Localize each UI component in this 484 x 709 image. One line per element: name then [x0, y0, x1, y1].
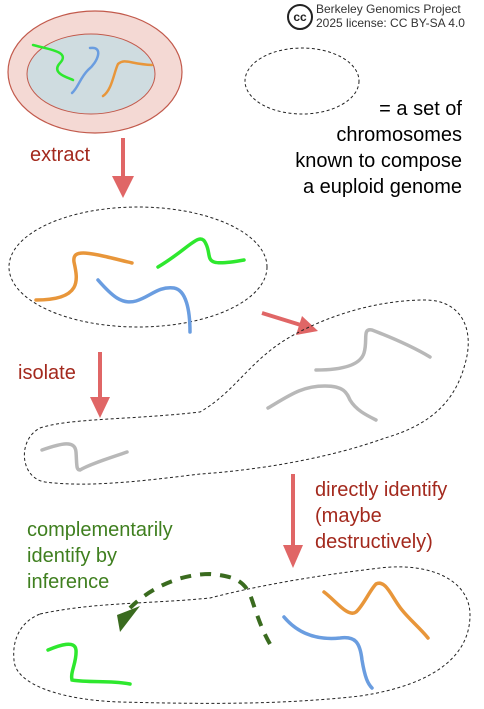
extracted-set [8, 206, 268, 334]
credit-line-2: 2025 license: CC BY-SA 4.0 [316, 16, 465, 30]
legend-line-1: = a set of [379, 98, 462, 120]
direct-identify-line-3: destructively) [315, 531, 433, 553]
isolated-gray-chromosome [40, 442, 129, 472]
inferred-green-chromosome [46, 642, 132, 686]
split-arrow [261, 311, 318, 335]
cell [7, 10, 183, 134]
direct-identify-line-1: directly identify [315, 479, 448, 501]
isolate-label: isolate [18, 362, 76, 384]
legend-text: = a set of chromosomes known to compose … [295, 96, 462, 200]
identified-blue-chromosome [282, 615, 374, 690]
legend-line-4: a euploid genome [302, 176, 462, 198]
identified-orange-chromosome [322, 581, 430, 640]
remaining-set [24, 299, 469, 485]
legend-line-2: chromosomes [336, 124, 462, 146]
cc-license-icon: cc [287, 4, 313, 30]
inference-label: complementarily identify by inference [27, 517, 173, 595]
gray-chromosome-upper [314, 328, 432, 372]
direct-identify-label: directly identify (maybe destructively) [315, 477, 447, 555]
isolate-arrow [90, 352, 110, 418]
cell-orange-chromosome [101, 60, 154, 98]
legend-set-ellipse [244, 47, 360, 115]
credit-line-1: Berkeley Genomics Project [316, 2, 461, 16]
extracted-blue-chromosome [96, 278, 192, 334]
direct-identify-line-2: (maybe [315, 505, 382, 527]
cell-blue-chromosome [70, 46, 100, 95]
inference-line-2: identify by [27, 545, 118, 567]
extract-arrow [112, 138, 134, 198]
extracted-orange-chromosome [34, 251, 134, 302]
identified-set [13, 566, 471, 704]
cell-green-chromosome [31, 43, 75, 82]
legend-line-3: known to compose [295, 150, 462, 172]
inference-line-3: inference [27, 571, 110, 593]
gray-chromosome-lower [266, 384, 378, 422]
inference-line-1: complementarily [27, 519, 173, 541]
direct-identify-arrow [283, 474, 303, 568]
extracted-green-chromosome [156, 237, 246, 269]
credit-block: Berkeley Genomics Project 2025 license: … [316, 2, 465, 30]
inference-arrow [117, 571, 272, 645]
extract-label: extract [30, 144, 91, 166]
